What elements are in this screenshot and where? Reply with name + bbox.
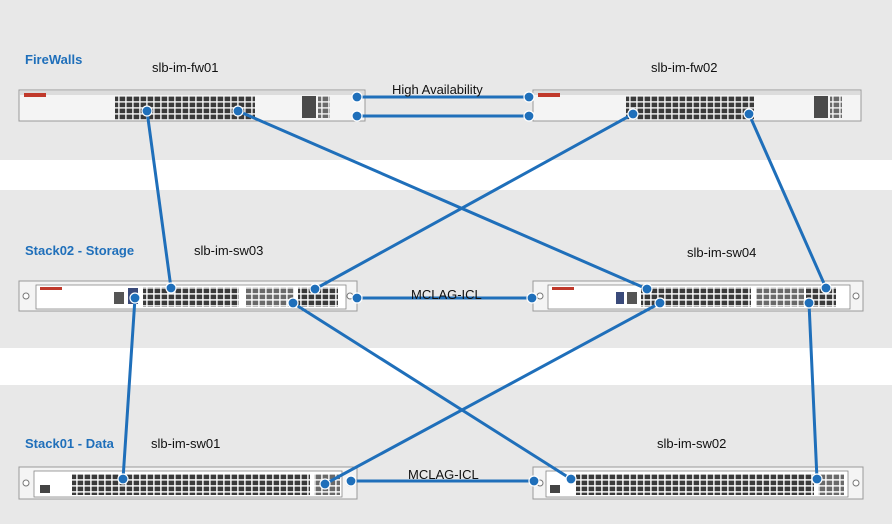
port-dot xyxy=(232,105,244,117)
device-label-fw01: slb-im-fw01 xyxy=(152,60,218,75)
port-dot xyxy=(345,475,357,487)
port-dot xyxy=(627,108,639,120)
port-dot xyxy=(351,110,363,122)
link-sw03-sw02[interactable] xyxy=(291,301,573,481)
port-dot xyxy=(165,282,177,294)
device-label-sw04: slb-im-sw04 xyxy=(687,245,756,260)
tier-label-storage: Stack02 - Storage xyxy=(25,243,134,258)
link-fw02-sw04[interactable] xyxy=(747,112,828,290)
link-label-icl-data: MCLAG-ICL xyxy=(408,467,479,482)
link-sw03-sw01[interactable] xyxy=(121,296,137,481)
device-label-sw03: slb-im-sw03 xyxy=(194,243,263,258)
port-dot xyxy=(528,475,540,487)
port-dot xyxy=(309,283,321,295)
device-fw01[interactable] xyxy=(18,89,366,122)
port-dot xyxy=(526,292,538,304)
link-sw04-sw02[interactable] xyxy=(807,301,819,481)
device-label-fw02: slb-im-fw02 xyxy=(651,60,717,75)
device-fw02[interactable] xyxy=(532,89,862,122)
link-fw01-sw04[interactable] xyxy=(236,109,649,291)
port-dot xyxy=(117,473,129,485)
port-dot xyxy=(523,110,535,122)
port-dot xyxy=(641,283,653,295)
device-sw03[interactable] xyxy=(18,280,358,312)
link-label-icl-storage: MCLAG-ICL xyxy=(411,287,482,302)
device-label-sw01: slb-im-sw01 xyxy=(151,436,220,451)
port-dot xyxy=(351,91,363,103)
device-label-sw02: slb-im-sw02 xyxy=(657,436,726,451)
device-sw02[interactable] xyxy=(532,466,864,500)
port-dot xyxy=(523,91,535,103)
tier-label-data: Stack01 - Data xyxy=(25,436,115,451)
tier-band-data xyxy=(0,385,892,524)
port-dot xyxy=(141,105,153,117)
port-dot xyxy=(351,292,363,304)
link-fw02-sw03[interactable] xyxy=(313,112,635,291)
link-fw01-sw03[interactable] xyxy=(145,109,173,290)
port-dot xyxy=(565,473,577,485)
tier-label-firewalls: FireWalls xyxy=(25,52,82,67)
port-dot xyxy=(654,297,666,309)
port-dot xyxy=(319,478,331,490)
port-dot xyxy=(803,297,815,309)
link-label-ha: High Availability xyxy=(392,82,483,97)
port-dot xyxy=(820,282,832,294)
device-sw01[interactable] xyxy=(18,466,358,500)
port-dot xyxy=(287,297,299,309)
port-dot xyxy=(811,473,823,485)
port-dot xyxy=(129,292,141,304)
device-sw04[interactable] xyxy=(532,280,864,312)
port-dot xyxy=(743,108,755,120)
link-sw04-sw01[interactable] xyxy=(323,301,662,486)
